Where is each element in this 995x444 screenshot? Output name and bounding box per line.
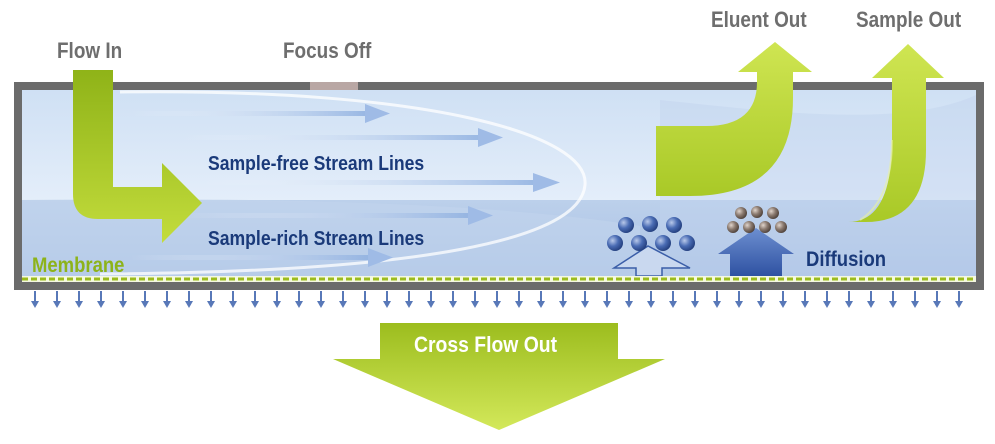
big-arrow-down-icon xyxy=(333,323,665,430)
permeate-arrow-head xyxy=(647,301,655,308)
stream-lines xyxy=(130,104,560,267)
focus-off-label: Focus Off xyxy=(283,38,372,63)
permeate-arrow-head xyxy=(471,301,479,308)
permeate-arrow-head xyxy=(339,301,347,308)
permeate-arrow-head xyxy=(251,301,259,308)
curved-arrow-up-icon xyxy=(656,42,812,196)
particle xyxy=(666,217,682,233)
sample-out-label: Sample Out xyxy=(856,7,962,32)
permeate-arrow-head xyxy=(97,301,105,308)
stream-arrowhead xyxy=(468,206,493,225)
permeate-arrow-head xyxy=(955,301,963,308)
permeate-arrow-head xyxy=(559,301,567,308)
permeate-arrow-head xyxy=(911,301,919,308)
permeate-arrow-head xyxy=(889,301,897,308)
small-particles xyxy=(727,206,787,233)
stream-arrowhead xyxy=(533,173,560,192)
permeate-arrow-head xyxy=(361,301,369,308)
permeate-arrow-head xyxy=(31,301,39,308)
permeate-arrow-head xyxy=(625,301,633,308)
permeate-arrow-head xyxy=(823,301,831,308)
permeate-arrow-head xyxy=(449,301,457,308)
permeate-arrow-head xyxy=(691,301,699,308)
permeate-arrow-head xyxy=(295,301,303,308)
permeate-arrow-head xyxy=(779,301,787,308)
sample-rich-label: Sample-rich Stream Lines xyxy=(208,228,425,250)
cross-flow-out-label: Cross Flow Out xyxy=(414,332,558,357)
permeate-arrow-head xyxy=(405,301,413,308)
sample-free-label: Sample-free Stream Lines xyxy=(208,153,425,175)
permeate-arrow-head xyxy=(845,301,853,308)
particle xyxy=(775,221,787,233)
permeate-arrow-head xyxy=(537,301,545,308)
arrow-highlight xyxy=(859,139,893,221)
stream-arrowhead xyxy=(365,104,390,123)
permeate-arrow-head xyxy=(75,301,83,308)
permeate-arrow-head xyxy=(933,301,941,308)
stream-arrowhead xyxy=(368,248,393,267)
flow-profile-curve xyxy=(99,90,587,276)
permeate-arrow-head xyxy=(669,301,677,308)
arrow-up-icon xyxy=(611,245,691,277)
permeate-arrow-head xyxy=(713,301,721,308)
permeate-arrow-head xyxy=(801,301,809,308)
membrane-label: Membrane xyxy=(32,254,125,277)
particle xyxy=(751,206,763,218)
permeate-arrow-head xyxy=(317,301,325,308)
particle xyxy=(607,235,623,251)
stream-arrowhead xyxy=(478,128,503,147)
permeate-arrow-head xyxy=(383,301,391,308)
permeate-arrow-head xyxy=(427,301,435,308)
permeate-arrow-head xyxy=(581,301,589,308)
stream-line xyxy=(200,180,535,185)
permeate-arrow-head xyxy=(867,301,875,308)
permeate-arrows xyxy=(31,291,963,308)
curved-arrow-up-icon xyxy=(814,44,944,223)
channel-left-wall xyxy=(14,82,22,290)
stream-line xyxy=(180,135,480,140)
stream-line xyxy=(130,255,370,260)
particle xyxy=(679,235,695,251)
stream-line xyxy=(130,111,365,116)
particle xyxy=(618,217,634,233)
particle xyxy=(642,216,658,232)
particle xyxy=(631,235,647,251)
arrow-up-icon xyxy=(718,228,794,278)
focus-inlet-port xyxy=(310,82,358,90)
bent-arrow-right-icon xyxy=(73,70,202,243)
particle xyxy=(759,221,771,233)
permeate-arrow-head xyxy=(207,301,215,308)
permeate-arrow-head xyxy=(735,301,743,308)
eluent-out-label: Eluent Out xyxy=(711,7,807,32)
permeate-arrow-head xyxy=(493,301,501,308)
permeate-arrow-head xyxy=(603,301,611,308)
diffusion-label: Diffusion xyxy=(806,248,887,271)
particle xyxy=(743,221,755,233)
particle xyxy=(655,235,671,251)
stream-line xyxy=(180,213,470,218)
channel-bottom-wall xyxy=(14,282,984,290)
particle xyxy=(767,207,779,219)
permeate-arrow-head xyxy=(119,301,127,308)
permeate-arrow-head xyxy=(141,301,149,308)
particle xyxy=(727,221,739,233)
permeate-arrow-head xyxy=(229,301,237,308)
permeate-arrow-head xyxy=(53,301,61,308)
flow-in-label: Flow In xyxy=(57,38,123,63)
channel-right-wall xyxy=(976,82,984,290)
permeate-arrow-head xyxy=(515,301,523,308)
large-particles xyxy=(607,216,695,251)
channel-top-wall xyxy=(14,82,984,90)
permeate-arrow-head xyxy=(757,301,765,308)
permeate-arrow-head xyxy=(273,301,281,308)
particle xyxy=(735,207,747,219)
permeate-arrow-head xyxy=(163,301,171,308)
permeate-arrow-head xyxy=(185,301,193,308)
